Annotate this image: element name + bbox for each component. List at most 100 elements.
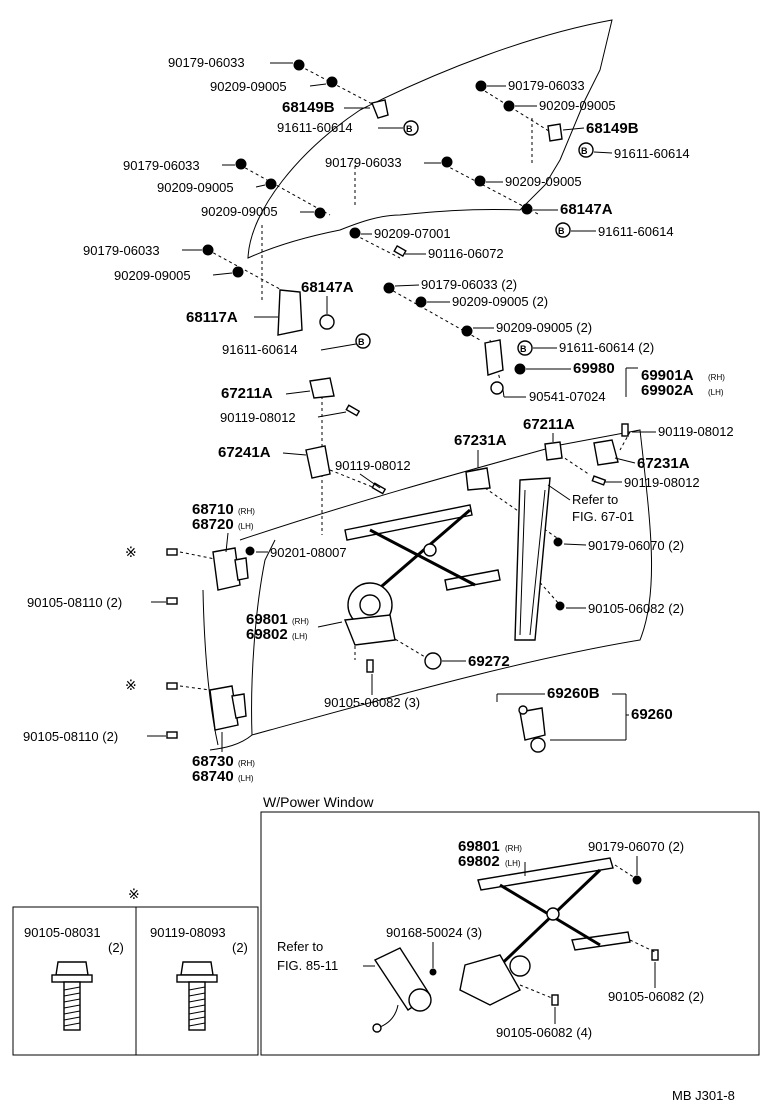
leader-lines bbox=[179, 65, 631, 691]
power-window-frame bbox=[260, 811, 760, 1056]
part-label: 90209-07001 bbox=[374, 226, 451, 241]
asterisk-marker: ※ bbox=[125, 544, 137, 560]
part-label: 69802 bbox=[246, 626, 288, 643]
part-label: FIG. 67-01 bbox=[572, 509, 634, 524]
part-label: 91611-60614 bbox=[222, 342, 298, 357]
part-sub: (RH) bbox=[238, 507, 255, 516]
part-label: 91611-60614 (2) bbox=[559, 340, 654, 355]
part-label: 90105-06082 (2) bbox=[588, 601, 684, 616]
part-label: 67241A bbox=[218, 444, 271, 461]
part-label: FIG. 85-11 bbox=[277, 958, 338, 973]
washer-icon bbox=[319, 314, 442, 670]
nut-icon bbox=[202, 59, 565, 611]
part-label: 90105-06082 (2) bbox=[608, 989, 704, 1004]
part-label: 67231A bbox=[454, 432, 507, 449]
part-label: 68147A bbox=[301, 279, 354, 296]
part-label: 90179-06033 bbox=[168, 55, 245, 70]
part-label: 69260B bbox=[547, 685, 600, 702]
part-sub: (RH) bbox=[292, 617, 309, 626]
flange-bolt-icon bbox=[51, 961, 93, 1031]
part-label: 69260 bbox=[631, 706, 673, 723]
part-label: 90179-06033 (2) bbox=[421, 277, 517, 292]
figure-code: MB J301-8 bbox=[672, 1088, 735, 1103]
svg-text:B: B bbox=[406, 124, 413, 134]
part-label: 68740 bbox=[192, 768, 234, 785]
part-label: 90179-06033 bbox=[123, 158, 200, 173]
part-labels: 90179-06033 90209-09005 68149B 91611-606… bbox=[23, 55, 734, 785]
part-sub: (RH) bbox=[505, 844, 522, 853]
part-label: 68149B bbox=[282, 99, 335, 116]
part-label: 90541-07024 bbox=[529, 389, 606, 404]
power-window-title: W/Power Window bbox=[263, 794, 374, 810]
power-window-section: W/Power Window 69801 (RH) 69802 (LH) 901… bbox=[260, 794, 760, 1056]
part-label: 90179-06033 bbox=[508, 78, 585, 93]
door-panel-outline bbox=[202, 429, 653, 751]
asterisk-marker: ※ bbox=[125, 677, 137, 693]
part-sub: (LH) bbox=[238, 774, 254, 783]
stopper-67241a bbox=[305, 445, 331, 479]
regulator-handle-69260 bbox=[518, 705, 546, 753]
bolt-reference-box: ※ 90105-08031 (2) 90119-08093 (2) bbox=[12, 886, 259, 1056]
part-label: 67211A bbox=[221, 385, 273, 402]
part-label: 68730 bbox=[192, 753, 234, 770]
part-label: 69801 bbox=[458, 838, 500, 855]
glass-outline bbox=[247, 19, 613, 259]
asterisk-marker: ※ bbox=[128, 886, 140, 902]
part-label: 91611-60614 bbox=[277, 120, 353, 135]
bolt-left-part: 90105-08031 bbox=[24, 925, 101, 940]
part-sub: (LH) bbox=[505, 859, 521, 868]
b-marker-icon: B B B B B bbox=[355, 120, 594, 356]
svg-text:B: B bbox=[520, 344, 527, 354]
part-label: 90209-09005 bbox=[505, 174, 582, 189]
part-label: 90209-09005 (2) bbox=[496, 320, 592, 335]
stopper-67231a bbox=[465, 439, 619, 491]
lower-hinge-68730 bbox=[209, 685, 247, 731]
bolt-right-part: 90119-08093 bbox=[150, 925, 226, 940]
stopper-67211a bbox=[309, 377, 563, 461]
part-label: 67231A bbox=[637, 455, 690, 472]
part-label: 90116-06072 bbox=[428, 246, 504, 261]
glass-channel-68117a bbox=[277, 289, 303, 336]
part-label: 90119-08012 bbox=[335, 458, 411, 473]
part-sub: (LH) bbox=[292, 632, 308, 641]
part-label: 90209-09005 bbox=[539, 98, 616, 113]
part-label: 90179-06070 (2) bbox=[588, 538, 684, 553]
part-label: 90105-06082 (3) bbox=[324, 695, 420, 710]
part-sub: (RH) bbox=[238, 759, 255, 768]
part-label: 90105-06082 (4) bbox=[496, 1025, 592, 1040]
part-label: 90179-06070 (2) bbox=[588, 839, 684, 854]
part-label: Refer to bbox=[277, 939, 323, 954]
part-label: 69802 bbox=[458, 853, 500, 870]
window-regulator bbox=[344, 477, 551, 646]
part-label: 90209-09005 bbox=[157, 180, 234, 195]
svg-text:B: B bbox=[558, 226, 565, 236]
part-label: 90105-08110 (2) bbox=[23, 729, 118, 744]
part-label: 69901A bbox=[641, 367, 694, 384]
part-label: 90209-09005 bbox=[114, 268, 191, 283]
part-label: 90179-06033 bbox=[83, 243, 160, 258]
part-label: 90119-08012 bbox=[624, 475, 700, 490]
part-label: 90119-08012 bbox=[658, 424, 734, 439]
part-label: 68149B bbox=[586, 120, 639, 137]
part-label: 69902A bbox=[641, 382, 694, 399]
glass-bracket-68149b bbox=[371, 99, 563, 142]
part-label: 90105-08110 (2) bbox=[27, 595, 122, 610]
part-label: 91611-60614 bbox=[614, 146, 690, 161]
bolt-icon bbox=[166, 244, 629, 739]
svg-text:B: B bbox=[358, 337, 365, 347]
part-label: 69272 bbox=[468, 653, 510, 670]
part-label: 68117A bbox=[186, 309, 238, 326]
part-label: 90201-08007 bbox=[270, 545, 347, 560]
part-label: 90209-09005 bbox=[210, 79, 287, 94]
part-sub: (LH) bbox=[238, 522, 254, 531]
glass-bracket-69980 bbox=[484, 339, 504, 395]
bolt-right-qty: (2) bbox=[232, 940, 248, 955]
part-label: Refer to bbox=[572, 492, 618, 507]
part-label: 90179-06033 bbox=[325, 155, 402, 170]
svg-text:B: B bbox=[581, 146, 588, 156]
part-label: 69801 bbox=[246, 611, 288, 628]
part-label: 90168-50024 (3) bbox=[386, 925, 482, 940]
flange-bolt-icon bbox=[176, 961, 218, 1031]
